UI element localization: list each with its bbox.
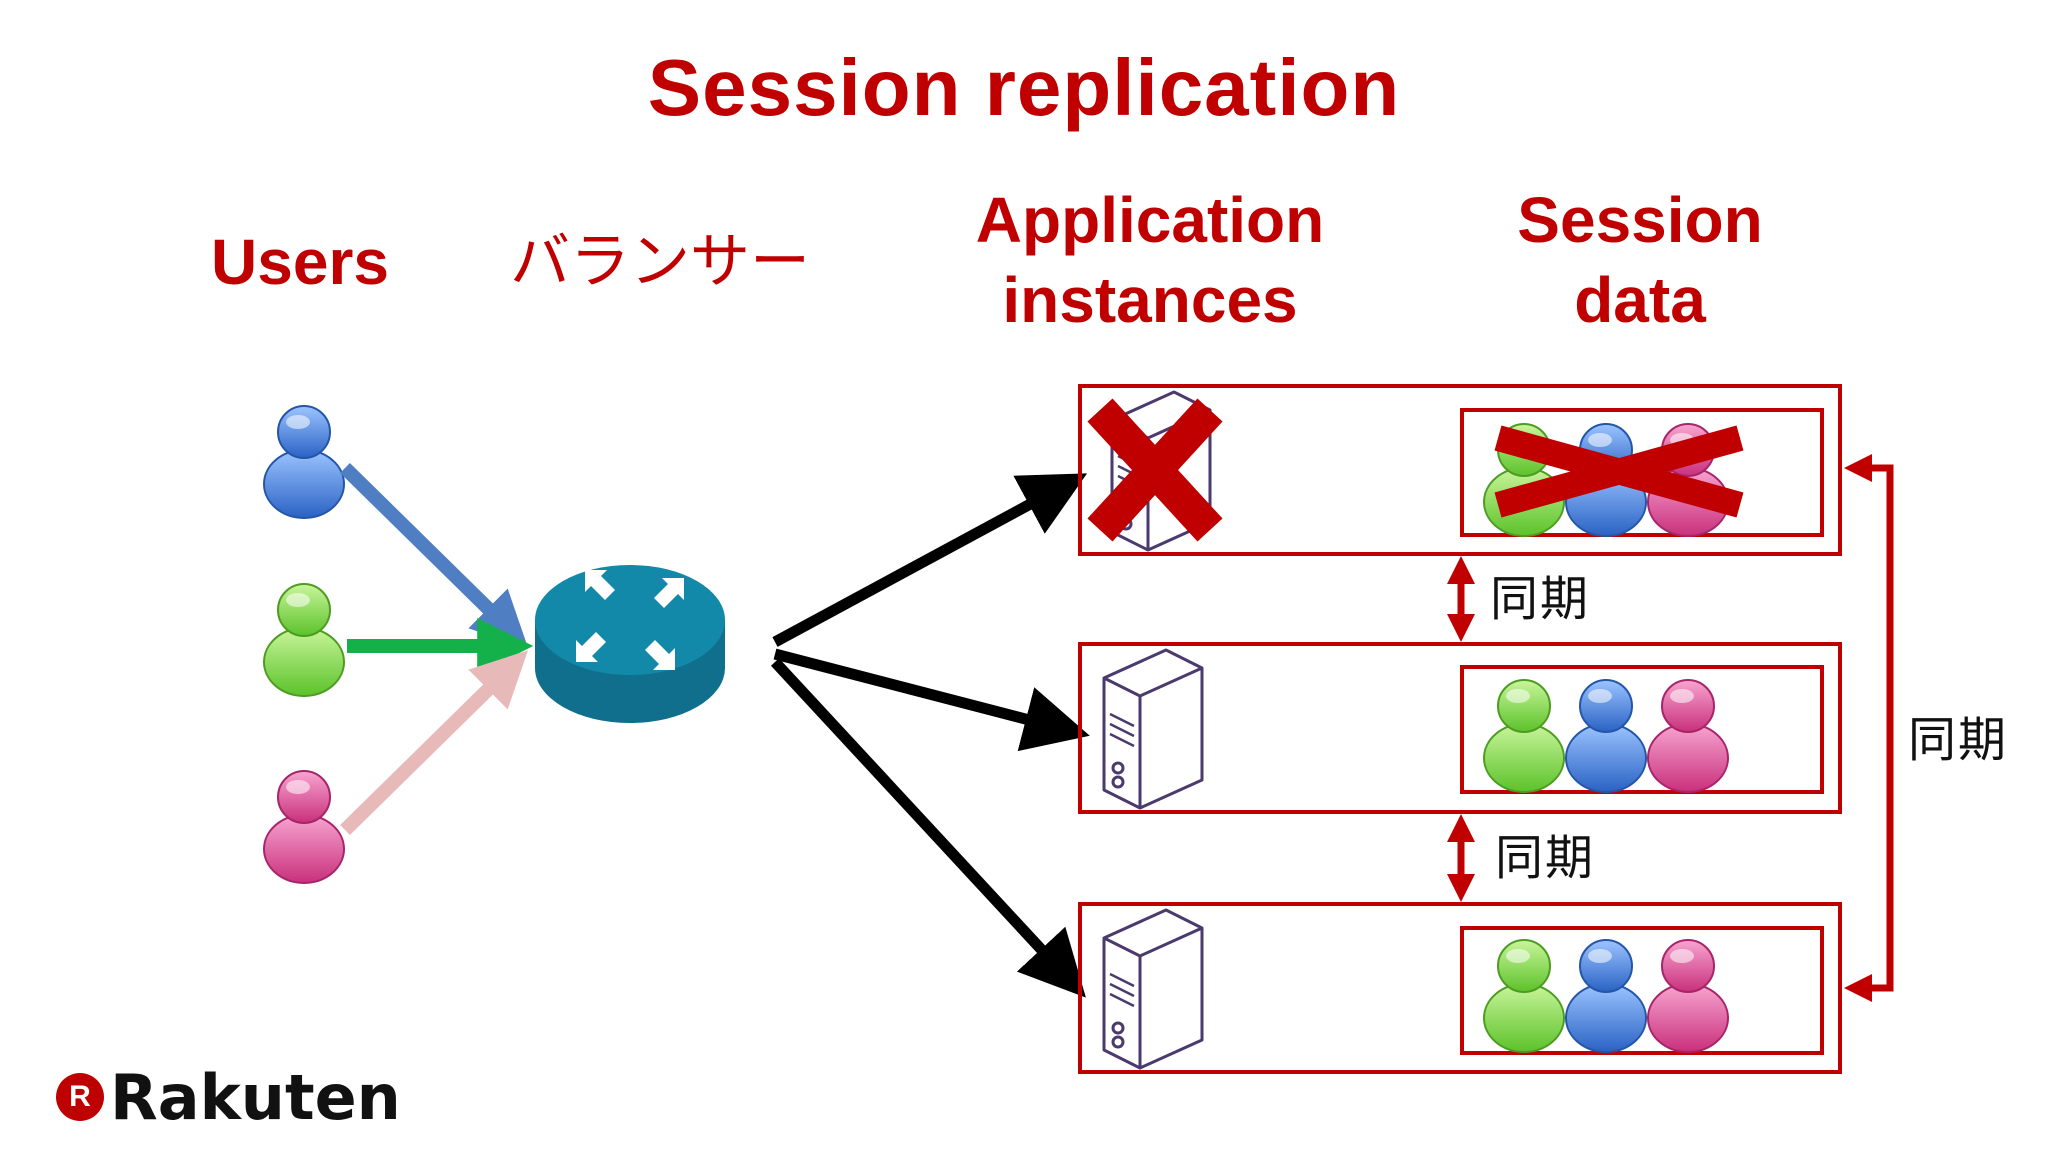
sync-label-1-3: 同期: [1908, 712, 2009, 768]
header-users: Users: [211, 226, 389, 298]
rakuten-logo-mark: R: [56, 1073, 104, 1121]
server-icon: [1102, 908, 1204, 1070]
instance-row-3: [1078, 902, 1842, 1074]
slide-title: Session replication: [647, 43, 1401, 132]
header-balancer: バランサー: [510, 227, 810, 297]
server-icon: [1102, 648, 1204, 810]
session-lost-x-icon: [1494, 425, 1744, 518]
instance-row-1: [1078, 384, 1842, 556]
sync-bracket-1-3: [1844, 454, 1894, 1002]
instance-row-2: [1078, 642, 1842, 814]
header-application-instances: Application instances: [975, 184, 1325, 336]
arrow-to-instance-1: [772, 473, 1088, 647]
arrow-blue-user: [340, 463, 528, 648]
arrow-pink-user: [340, 650, 528, 835]
header-session-data: Session data: [1517, 184, 1763, 336]
rakuten-logo: R Rakuten: [56, 1060, 401, 1134]
sync-label-1-2: 同期: [1490, 571, 1591, 627]
rakuten-logo-text: Rakuten: [110, 1060, 401, 1134]
load-balancer-icon: [535, 565, 725, 723]
arrow-to-instance-2: [773, 648, 1090, 752]
sync-label-2-3: 同期: [1495, 830, 1596, 886]
user-green-icon: [263, 583, 345, 697]
user-blue-icon: [263, 405, 345, 519]
arrow-to-instance-3: [770, 658, 1086, 998]
user-pink-icon: [263, 770, 345, 884]
failure-x-icon: [1087, 398, 1223, 542]
